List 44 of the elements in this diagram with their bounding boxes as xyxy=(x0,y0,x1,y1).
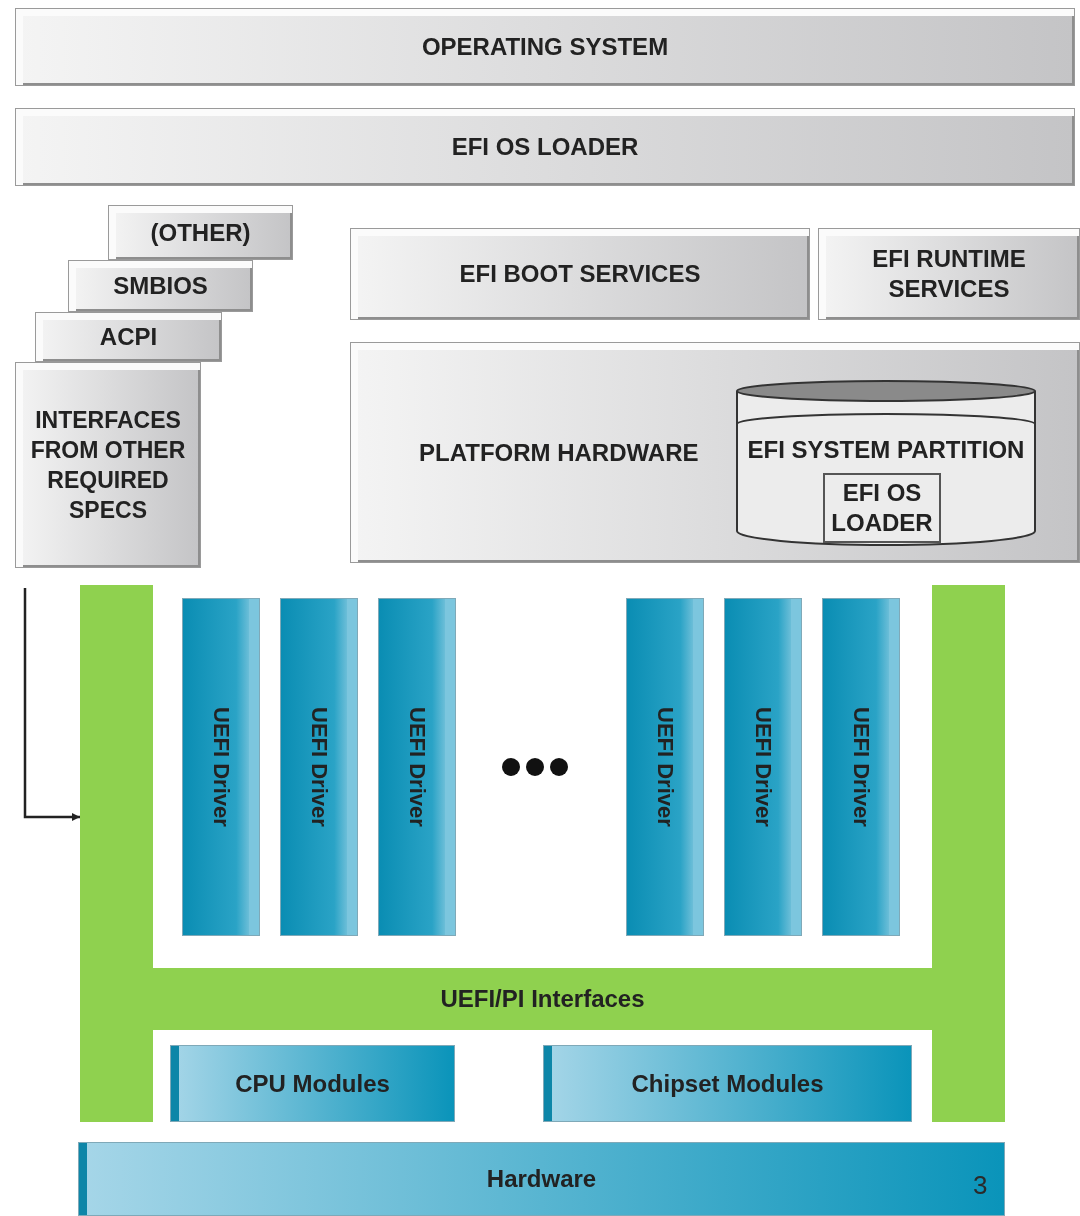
layer-box xyxy=(15,108,1075,186)
box-label: SMBIOS xyxy=(113,271,208,301)
loader-box xyxy=(823,473,941,543)
driver-label: UEFI Driver xyxy=(306,707,332,827)
spec-box xyxy=(35,312,222,362)
driver-box xyxy=(822,598,900,936)
driver-label: UEFI Driver xyxy=(848,707,874,827)
service-box xyxy=(350,228,810,320)
arrow xyxy=(23,588,80,821)
driver-box xyxy=(182,598,260,936)
hardware-bar xyxy=(78,1142,1005,1216)
service-box xyxy=(818,228,1080,320)
box-label: CPU Modules xyxy=(235,1069,390,1098)
storage-cylinder xyxy=(736,379,1036,547)
interface-frame xyxy=(80,585,1005,1122)
box-label: EFI BOOT SERVICES xyxy=(459,259,701,289)
box-label: EFI RUNTIME SERVICES xyxy=(871,244,1027,304)
box-label: EFI OS LOADER xyxy=(830,478,934,538)
driver-label: UEFI Driver xyxy=(208,707,234,827)
driver-box xyxy=(724,598,802,936)
box-label: UEFI/PI Interfaces xyxy=(440,985,645,1013)
module-box xyxy=(170,1045,455,1122)
driver-label: UEFI Driver xyxy=(750,707,776,827)
box-label: (OTHER) xyxy=(150,217,251,248)
driver-box xyxy=(626,598,704,936)
spec-box xyxy=(108,205,293,260)
box-label: PLATFORM HARDWARE xyxy=(419,437,699,468)
spec-box xyxy=(68,260,253,312)
platform-box xyxy=(350,342,1080,563)
box-label: EFI SYSTEM PARTITION xyxy=(747,435,1025,465)
box-label: INTERFACES FROM OTHER REQUIRED SPECS xyxy=(29,406,187,525)
module-box xyxy=(543,1045,912,1122)
box-label: EFI OS LOADER xyxy=(451,132,639,162)
layer-box xyxy=(15,8,1075,86)
box-label: OPERATING SYSTEM xyxy=(421,32,669,62)
box-label: Chipset Modules xyxy=(631,1069,824,1098)
driver-box xyxy=(280,598,358,936)
box-label: ACPI xyxy=(99,322,158,352)
box-label: Hardware xyxy=(486,1165,597,1193)
spec-box xyxy=(15,362,201,568)
driver-box xyxy=(378,598,456,936)
driver-label: UEFI Driver xyxy=(652,707,678,827)
driver-label: UEFI Driver xyxy=(404,707,430,827)
page-number: 3 xyxy=(973,1170,988,1201)
